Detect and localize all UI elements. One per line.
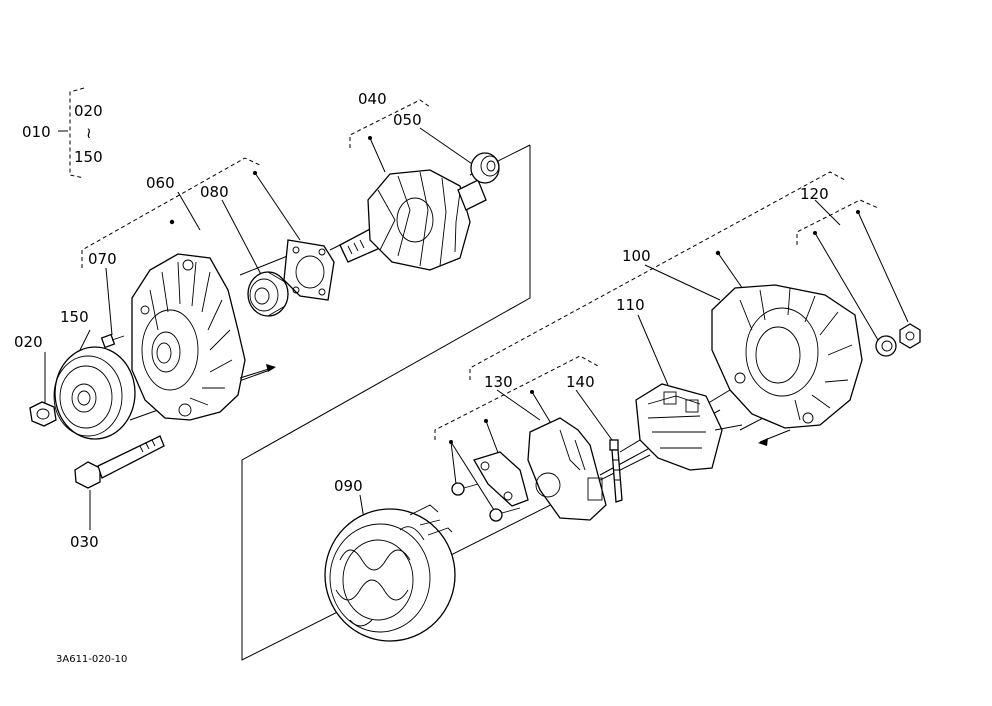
part-bearing-050 (470, 152, 500, 184)
part-bolt-140 (609, 439, 623, 503)
part-pulley-150 (53, 346, 136, 440)
part-long-bolt-030 (74, 435, 165, 489)
label-010: 010 (22, 123, 51, 141)
group-bracket: 010 020 ≀ 150 (22, 87, 103, 179)
label-080: 080 (200, 183, 229, 201)
label-140: 140 (566, 373, 595, 391)
label-130: 130 (484, 373, 513, 391)
label-090: 090 (334, 477, 363, 495)
part-screw-upper (451, 482, 479, 496)
label-range-sep: ≀ (86, 124, 92, 142)
part-screw-lower (489, 507, 521, 522)
label-100: 100 (622, 247, 651, 265)
part-brush-plate (473, 451, 529, 507)
part-rotor-040 (339, 169, 487, 271)
label-070: 070 (88, 250, 117, 268)
label-120: 120 (800, 185, 829, 203)
dashed-brackets (81, 99, 879, 440)
label-060: 060 (146, 174, 175, 192)
part-front-housing-060 (131, 253, 246, 421)
label-020: 020 (14, 333, 43, 351)
part-retainer-plate (283, 239, 335, 301)
part-bolt-070 (100, 333, 125, 349)
part-rear-housing-100 (711, 284, 863, 429)
label-110: 110 (616, 296, 645, 314)
part-rectifier-110 (635, 383, 743, 471)
part-nut-020 (29, 401, 57, 427)
part-nut-120 (875, 323, 921, 357)
label-150: 150 (60, 308, 89, 326)
label-range-start: 020 (74, 102, 103, 120)
label-050: 050 (393, 111, 422, 129)
part-bearing-080 (247, 271, 289, 317)
leader-lines (44, 127, 909, 530)
part-regulator-130 (527, 417, 607, 521)
part-stator-090 (324, 504, 456, 642)
part-labels: 020 030 040 050 060 070 080 090 100 110 … (14, 90, 829, 551)
label-030: 030 (70, 533, 99, 551)
label-040: 040 (358, 90, 387, 108)
direction-arrows (239, 364, 791, 446)
label-range-end: 150 (74, 148, 103, 166)
figure-code: 3A611-020-10 (56, 654, 127, 665)
